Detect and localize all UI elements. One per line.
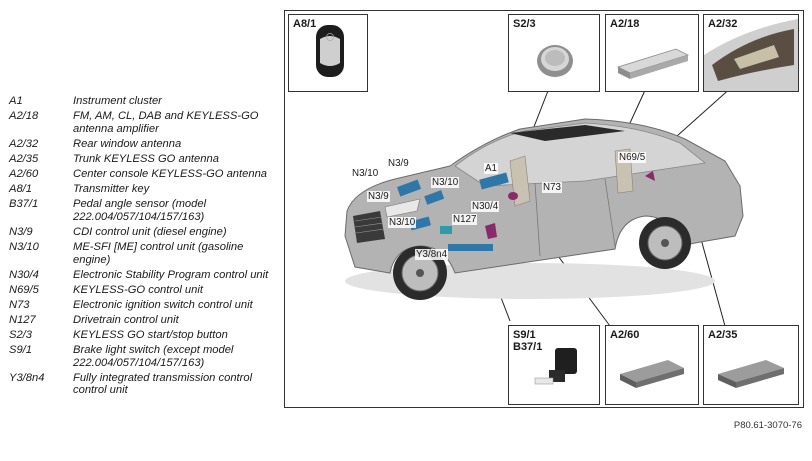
inset-transmitter-key: A8/1 (288, 14, 368, 92)
legend-code: N69/5 (9, 283, 39, 296)
inset-start-stop-button: S2/3 (508, 14, 600, 92)
legend-code: N73 (9, 298, 30, 311)
legend-item: S2/3 KEYLESS GO start/stop button (9, 329, 279, 342)
legend-description: Electronic ignition switch control unit (73, 298, 253, 311)
legend-code: N127 (9, 313, 36, 326)
legend-description: Drivetrain control unit (73, 313, 179, 326)
legend-code: N3/10 (9, 240, 39, 253)
legend-item: N73 Electronic ignition switch control un… (9, 299, 279, 312)
legend-description: FM, AM, CL, DAB and KEYLESS-GO antenna a… (73, 110, 259, 135)
rear-window-antenna-icon (704, 19, 798, 91)
callout-n3-9-top: N3/9 (387, 158, 410, 169)
legend-code: A2/18 (9, 110, 39, 123)
inset-center-console-antenna: A2/60 (605, 325, 699, 405)
legend-item: N30/4 Electronic Stability Program contro… (9, 269, 279, 282)
callout-n3-9-mid: N3/9 (367, 191, 390, 202)
callout-n69-5: N69/5 (618, 152, 647, 163)
legend-code: Y3/8n4 (9, 371, 45, 384)
legend-description: Rear window antenna (73, 137, 182, 150)
legend-item: A2/60 Center console KEYLESS-GO antenna (9, 168, 279, 181)
legend-item: A2/18 FM, AM, CL, DAB and KEYLESS-GO ante… (9, 110, 279, 135)
trunk-antenna-icon (718, 360, 784, 388)
legend-code: S9/1 (9, 344, 33, 357)
inset-trunk-antenna: A2/35 (703, 325, 799, 405)
legend-item: A2/32 Rear window antenna (9, 138, 279, 151)
legend-description: Fully integrated transmission control co… (73, 371, 253, 397)
callout-n3-10-mid: N3/10 (431, 177, 460, 188)
legend-item: N3/9 CDI control unit (diesel engine) (9, 226, 279, 239)
start-stop-button-icon (537, 45, 573, 77)
inset-label-s2-3: S2/3 (513, 18, 536, 30)
legend-item: B37/1 Pedal angle sensor (model 222.004/0… (9, 198, 279, 223)
legend-code: A1 (9, 95, 23, 107)
inset-antenna-amplifier: A2/18 (605, 14, 699, 92)
legend-code: A2/60 (9, 167, 39, 180)
legend-description: KEYLESS GO start/stop button (73, 329, 228, 341)
legend-code: N3/9 (9, 225, 33, 238)
callout-n3-10-low: N3/10 (388, 217, 417, 228)
legend-item: A2/35 Trunk KEYLESS GO antenna (9, 153, 279, 166)
legend-item: N69/5 KEYLESS-GO control unit (9, 284, 279, 297)
legend-description: CDI control unit (diesel engine) (73, 225, 227, 238)
legend-item: A8/1 Transmitter key (9, 183, 279, 196)
brake-light-switch-icon (534, 348, 577, 385)
legend-item: N3/10 ME-SFI [ME] control unit (gasoline … (9, 241, 279, 266)
transmitter-key-icon (316, 25, 344, 77)
legend-item: A1 Instrument cluster (9, 95, 279, 108)
inset-rear-window-antenna: A2/32 (703, 14, 799, 92)
legend-description: ME-SFI [ME] control unit (gasoline engin… (73, 240, 244, 266)
legend-code: S2/3 (9, 329, 33, 341)
legend-description: Pedal angle sensor (model 222.004/057/10… (73, 198, 207, 223)
legend-code: A2/35 (9, 152, 39, 165)
legend-code: B37/1 (9, 198, 39, 211)
callout-a1: A1 (484, 163, 498, 174)
figure-reference: P80.61-3070-76 (733, 420, 802, 431)
highlighted-components (396, 171, 655, 251)
legend-description: Brake light switch (except model 222.004… (73, 344, 234, 369)
legend-code: A8/1 (9, 183, 33, 196)
inset-brake-light-switch: S9/1 B37/1 (508, 325, 600, 405)
inset-label-s9-1: S9/1 B37/1 (513, 329, 543, 353)
callout-n3-10-top: N3/10 (351, 168, 380, 179)
antenna-amplifier-icon (616, 48, 690, 79)
callout-y3-8n4: Y3/8n4 (415, 249, 449, 260)
inset-label-a8-1: A8/1 (293, 18, 317, 30)
callout-n127: N127 (452, 214, 478, 225)
callout-n73: N73 (542, 182, 562, 193)
inset-label-a2-18: A2/18 (610, 18, 640, 30)
inset-label-a2-35: A2/35 (708, 329, 738, 341)
car-body (344, 118, 744, 300)
legend-code: A2/32 (9, 137, 39, 150)
legend-description: KEYLESS-GO control unit (73, 283, 203, 296)
inset-label-a2-32: A2/32 (708, 18, 738, 30)
legend-description: Transmitter key (73, 183, 150, 196)
legend-description: Instrument cluster (73, 95, 162, 107)
legend-item: S9/1 Brake light switch (except model 222… (9, 344, 279, 369)
legend-code: N30/4 (9, 268, 39, 281)
inset-label-a2-60: A2/60 (610, 329, 640, 341)
legend-item: N127 Drivetrain control unit (9, 314, 279, 327)
callout-n30-4: N30/4 (471, 201, 500, 212)
legend-item: Y3/8n4 Fully integrated transmission cont… (9, 372, 279, 397)
legend-description: Trunk KEYLESS GO antenna (73, 152, 219, 165)
center-console-antenna-icon (620, 360, 684, 388)
component-diagram: A8/1 S2/3 A2/18 A2/32 S9/1 B37/1 (284, 10, 804, 408)
legend-description: Center console KEYLESS-GO antenna (73, 167, 268, 180)
legend-description: Electronic Stability Program control uni… (73, 268, 269, 281)
